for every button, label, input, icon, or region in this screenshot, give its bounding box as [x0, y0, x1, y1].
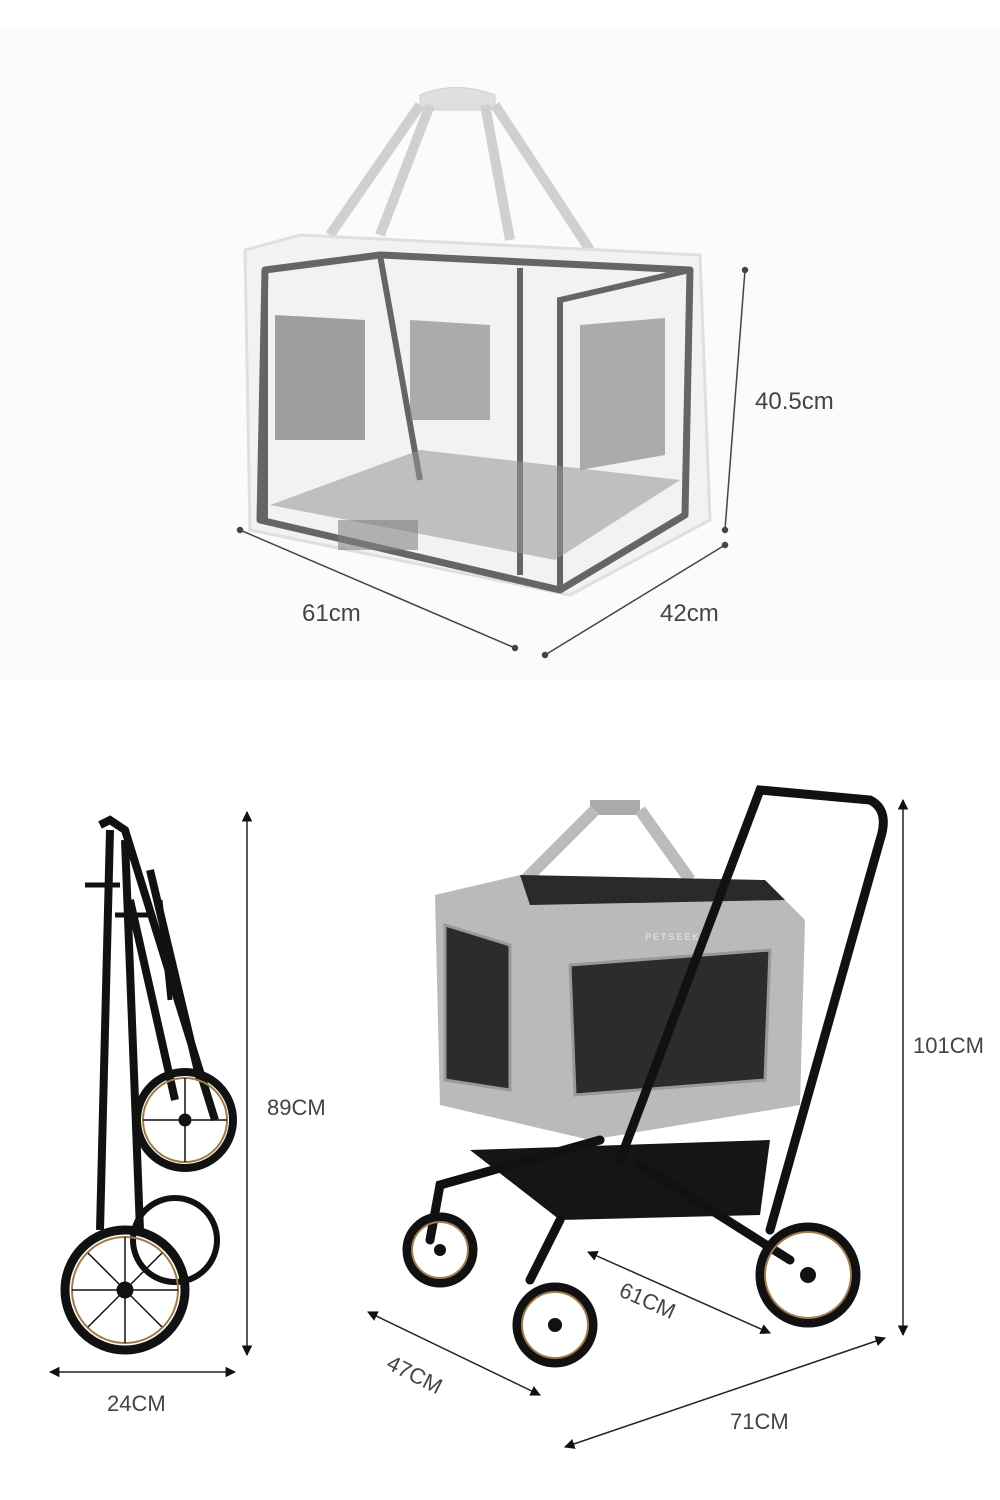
stroller-overall-length-label: 71CM [730, 1409, 789, 1434]
carrier-length-label: 61cm [302, 600, 361, 627]
folded-width-label: 24CM [107, 1391, 166, 1416]
carrier-illustration [243, 87, 712, 597]
folded-height-label: 89CM [267, 1095, 326, 1120]
carrier-width-label: 42cm [660, 600, 719, 627]
brand-logo: PETSEEK [645, 932, 701, 942]
stroller-dimension-arrows [48, 798, 909, 1449]
stroller-illustration: PETSEEK [402, 785, 888, 1368]
carrier-dimension-lines [236, 266, 749, 659]
folded-stroller-illustration [60, 815, 237, 1355]
stroller-height-label: 101CM [913, 1033, 984, 1058]
carrier-height-label: 40.5cm [755, 388, 834, 415]
